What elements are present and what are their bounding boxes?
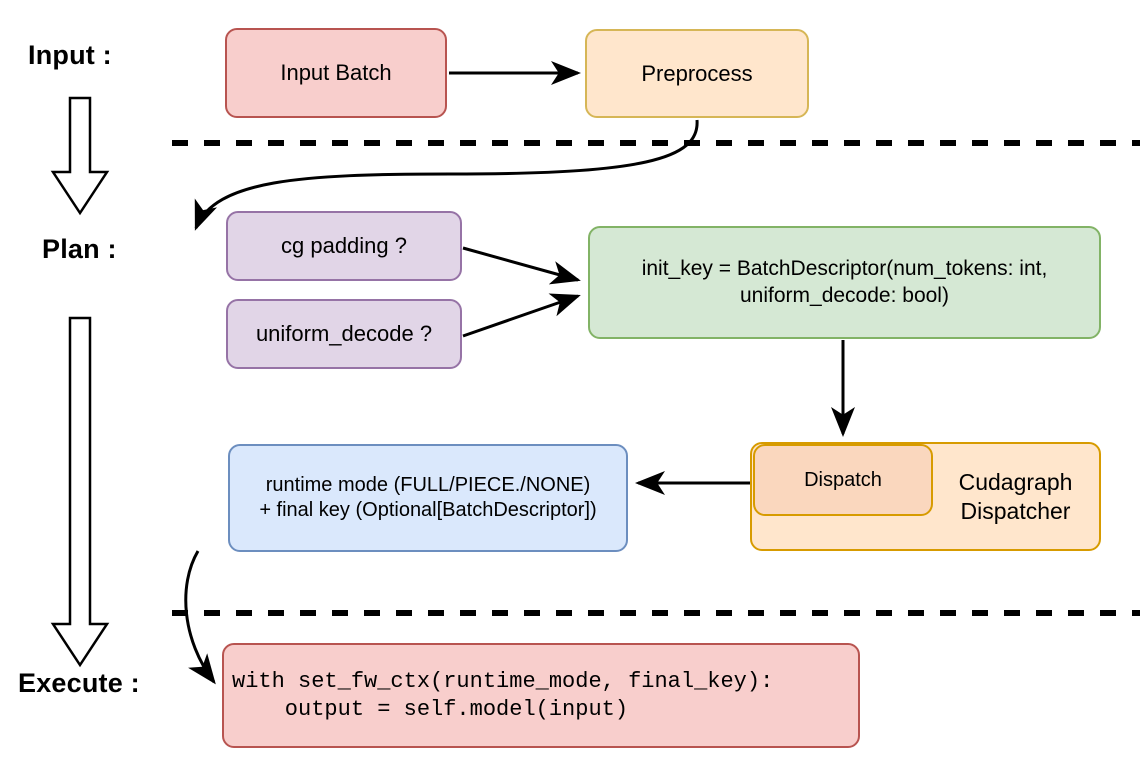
stage-label-input: Input : bbox=[28, 40, 112, 70]
node-runtime-mode[interactable]: runtime mode (FULL/PIECE./NONE) + final … bbox=[228, 444, 628, 552]
node-cg-padding[interactable]: cg padding ? bbox=[226, 211, 462, 281]
edge-uniform-decode-to-init-key bbox=[462, 293, 581, 338]
node-input-batch[interactable]: Input Batch bbox=[225, 28, 447, 118]
edge-cg-padding-to-init-key bbox=[462, 246, 581, 285]
node-uniform-decode[interactable]: uniform_decode ? bbox=[226, 299, 462, 369]
node-init-key[interactable]: init_key = BatchDescriptor(num_tokens: i… bbox=[588, 226, 1101, 339]
node-dispatch[interactable]: Dispatch bbox=[753, 444, 933, 516]
stage-label-plan: Plan : bbox=[42, 234, 117, 264]
node-preprocess[interactable]: Preprocess bbox=[585, 29, 809, 118]
node-execute-code[interactable]: with set_fw_ctx(runtime_mode, final_key)… bbox=[222, 643, 860, 748]
stage-arrow-input-to-plan bbox=[50, 96, 110, 216]
stage-arrow-plan-to-execute bbox=[50, 316, 110, 668]
stage-label-execute: Execute : bbox=[18, 668, 140, 698]
edge-runtime-mode-to-execute-code bbox=[184, 550, 216, 685]
